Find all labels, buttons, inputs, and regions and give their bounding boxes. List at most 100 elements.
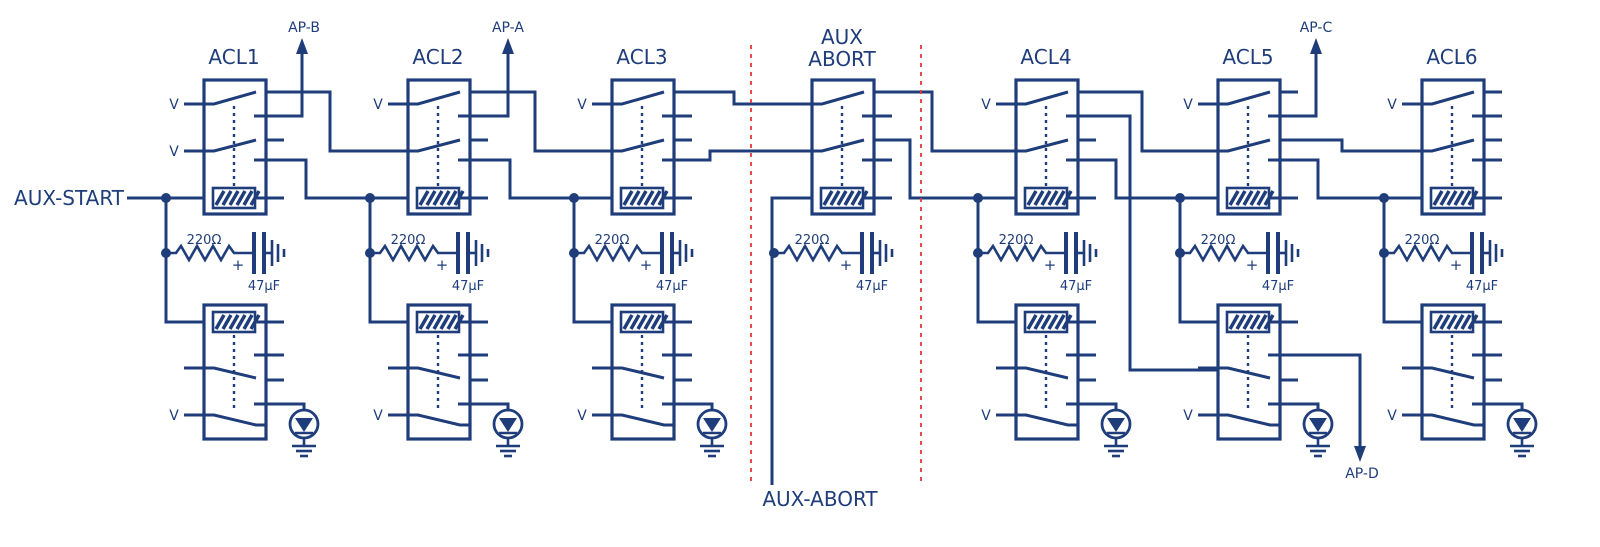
ground-symbol	[264, 240, 286, 266]
capacitor-value: 47μF	[856, 279, 888, 294]
ground-symbol	[292, 438, 316, 458]
upper-switch-contact	[388, 138, 461, 153]
relay-title: ACL5	[1222, 45, 1273, 69]
relay-coil	[1429, 310, 1502, 334]
voltage-label: V	[169, 97, 179, 113]
aux-abort-boundary	[750, 45, 922, 485]
output-arrows	[296, 38, 1366, 462]
ap-a-arrow	[502, 38, 514, 54]
voltage-label: V	[1183, 408, 1193, 424]
ap-b-label: AP-B	[288, 20, 320, 36]
lower-switch-contact	[592, 366, 665, 380]
voltage-label: V	[981, 97, 991, 113]
capacitor-polarity: +	[232, 256, 245, 274]
relay-coil	[415, 186, 470, 210]
lamp-wire	[470, 402, 510, 410]
indicator-lamp	[1302, 408, 1334, 440]
lamp-wire	[1280, 402, 1320, 410]
voltage-label: V	[373, 408, 383, 424]
ap-c-label: AP-C	[1300, 20, 1333, 36]
ground-symbol	[496, 438, 520, 458]
voltage-label: V	[169, 144, 179, 160]
indicator-lamp	[1506, 408, 1538, 440]
upper-switch-contact	[1198, 90, 1271, 106]
ap-b-arrow	[296, 38, 308, 54]
resistor	[978, 243, 1064, 263]
ap-d-arrow	[1354, 446, 1366, 462]
resistor	[1180, 243, 1266, 263]
ground-symbol	[468, 240, 490, 266]
capacitor-polarity: +	[1450, 256, 1463, 274]
voltage-label: V	[1183, 97, 1193, 113]
resistor-value: 220Ω	[595, 233, 630, 248]
ground-symbol	[1510, 438, 1534, 458]
resistor-value: 220Ω	[1405, 233, 1440, 248]
voltage-label: V	[169, 408, 179, 424]
relay-coil	[211, 186, 266, 210]
indicator-lamp	[288, 408, 320, 440]
relay-title: ACL1	[208, 45, 259, 69]
capacitor-value: 47μF	[452, 279, 484, 294]
coil-feed-wire	[1382, 198, 1431, 324]
relay-title: ABORT	[808, 47, 876, 71]
capacitor-polarity: +	[436, 256, 449, 274]
resistor	[370, 243, 456, 263]
resistor	[574, 243, 660, 263]
resistor	[1384, 243, 1470, 263]
upper-switch-contact	[388, 90, 461, 106]
ground-symbol	[1076, 240, 1098, 266]
lower-switch-contact	[1198, 366, 1271, 380]
relay-title: ACL3	[616, 45, 667, 69]
interconnect-wiring	[127, 54, 1422, 485]
ground-symbol	[672, 240, 694, 266]
aux-abort-label: AUX-ABORT	[762, 487, 878, 511]
capacitor-value: 47μF	[1466, 279, 1498, 294]
upper-switch-contact	[996, 138, 1069, 153]
capacitor-polarity: +	[1044, 256, 1057, 274]
lower-switch-contact	[592, 413, 674, 427]
relay-coil	[415, 310, 488, 334]
voltage-label: V	[1387, 408, 1397, 424]
ap-d-label: AP-D	[1345, 466, 1379, 482]
capacitor-value: 47μF	[1262, 279, 1294, 294]
lamp-wire	[1484, 402, 1524, 410]
coil-feed-wire	[1178, 198, 1227, 324]
ground-symbol	[1482, 240, 1504, 266]
resistor-value: 220Ω	[795, 233, 830, 248]
coil-feed-wire	[164, 198, 213, 324]
lower-switch-contact	[184, 413, 266, 427]
capacitor-value: 47μF	[248, 279, 280, 294]
voltage-label: V	[577, 97, 587, 113]
indicator-lamp	[1100, 408, 1132, 440]
coil-feed-wire	[976, 198, 1025, 324]
relay-coil	[1225, 186, 1280, 210]
voltage-label: V	[1387, 97, 1397, 113]
relay-coil	[1023, 186, 1078, 210]
indicator-lamp	[492, 408, 524, 440]
resistor-value: 220Ω	[391, 233, 426, 248]
resistor-value: 220Ω	[999, 233, 1034, 248]
relay-coil	[619, 310, 692, 334]
ground-symbol	[872, 240, 894, 266]
lower-switch-contact	[388, 366, 461, 380]
lower-switch-contact	[388, 413, 470, 427]
resistor-value: 220Ω	[187, 233, 222, 248]
relay-title: ACL2	[412, 45, 463, 69]
ground-symbol	[1306, 438, 1330, 458]
capacitor-value: 47μF	[656, 279, 688, 294]
relay-coil	[211, 310, 284, 334]
resistor	[166, 243, 252, 263]
upper-switch-contact	[1402, 138, 1475, 153]
capacitor-value: 47μF	[1060, 279, 1092, 294]
resistor	[774, 243, 860, 263]
lower-switch-contact	[184, 366, 257, 380]
capacitor-polarity: +	[640, 256, 653, 274]
